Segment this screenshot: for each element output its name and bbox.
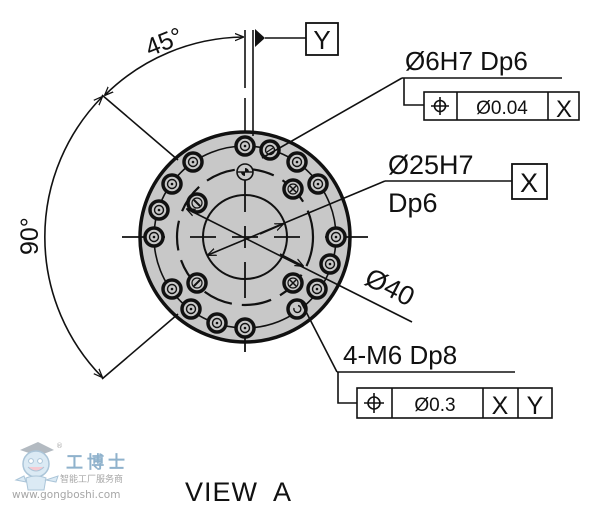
position-icon [431, 97, 449, 115]
tapped-holes-datum-x: X [492, 392, 509, 420]
diagonal-upper-left [101, 94, 179, 161]
outer-mounting-holes [143, 135, 347, 339]
tapped-holes-callout: 4-M6 Dp8 Ø0.3 X Y [299, 299, 553, 420]
pin-hole-fcf: Ø0.04 X [423, 91, 580, 123]
pcd-dimension-arrow-end [279, 253, 303, 266]
brand-tagline: 智能工厂服务商 [60, 475, 124, 485]
mascot-icon [14, 442, 59, 491]
brand-url: www.gongboshi.com [12, 489, 121, 501]
tapped-holes-fcf: Ø0.3 X Y [356, 387, 553, 420]
view-title: VIEW A [185, 477, 293, 507]
datum-y-label: Y [313, 25, 330, 55]
diagonal-lower-left [101, 313, 179, 380]
registered-mark: ® [56, 442, 63, 450]
tapped-holes-spec: 4-M6 Dp8 [343, 340, 457, 370]
pcd-label: Ø40 [360, 262, 419, 312]
gongboshi-logo: ® [14, 442, 63, 491]
bore-spec-line2: Dp6 [388, 188, 438, 218]
bore-callout: Ø25H7 Dp6 X [385, 150, 548, 218]
bore-datum-box [511, 163, 548, 200]
bore-spec-line1: Ø25H7 [388, 150, 474, 180]
position-icon [364, 393, 384, 413]
arc-45 [105, 37, 243, 95]
tapped-holes-tolerance: Ø0.3 [414, 395, 455, 416]
pin-hole-tolerance: Ø0.04 [476, 98, 528, 119]
bore-dimension-line [208, 180, 386, 255]
datum-y-box [305, 22, 339, 56]
brand-name-cn: 工博士 [66, 453, 129, 473]
flange-view [122, 130, 413, 352]
m6-tapped-holes [186, 178, 304, 294]
pin-hole-datum: X [556, 96, 572, 123]
datum-triangle [255, 29, 265, 47]
pcd-circle [175, 167, 315, 307]
pin-hole-callout: Ø6H7 Dp6 Ø0.04 X [261, 46, 580, 159]
bore-dimension-arrow-end [259, 224, 283, 235]
datum-y: Y [252, 22, 339, 136]
angle-90-label: 90° [16, 217, 44, 255]
angle-45-label: 45° [141, 22, 187, 62]
pin-hole [236, 163, 254, 181]
leader-line [299, 299, 338, 373]
leader-line [261, 77, 403, 159]
bore-datum-label: X [520, 168, 538, 198]
tapped-holes-datum-y: Y [527, 392, 544, 420]
pin-hole-spec: Ø6H7 Dp6 [405, 46, 528, 76]
angular-dimensions [44, 30, 246, 380]
arc-90 [44, 97, 102, 377]
